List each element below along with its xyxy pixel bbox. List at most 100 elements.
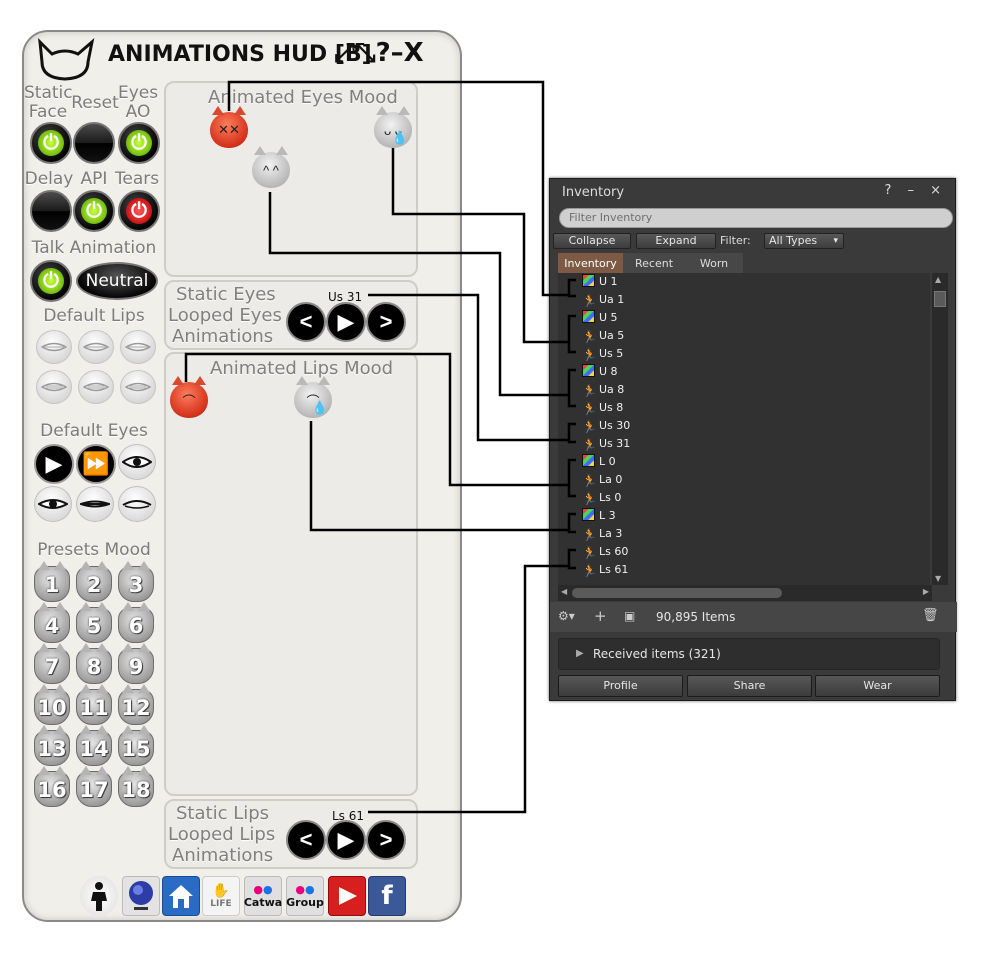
inventory-item[interactable]: 🏃La 3 xyxy=(582,525,622,543)
inventory-window-buttons[interactable]: ? – × xyxy=(884,183,947,198)
inventory-item[interactable]: L 3 xyxy=(582,507,616,525)
facebook-button[interactable]: f xyxy=(368,876,406,916)
trash-icon[interactable]: 🗑 xyxy=(922,608,939,623)
preset-mood-button[interactable]: 9 xyxy=(118,643,154,684)
lips-preset-5[interactable] xyxy=(78,370,114,404)
lips-prev-button[interactable]: < xyxy=(286,820,326,860)
filter-inventory-input[interactable]: Filter Inventory xyxy=(559,208,953,228)
talk-animation-power-button[interactable]: ⏻ xyxy=(30,260,72,302)
home-button[interactable] xyxy=(162,876,200,916)
eyes-preset-squint[interactable] xyxy=(76,486,114,522)
vertical-scroll-thumb[interactable] xyxy=(934,291,946,307)
preset-mood-button[interactable]: 13 xyxy=(34,725,70,766)
youtube-button[interactable] xyxy=(328,876,366,916)
collapse-button[interactable]: Collapse xyxy=(553,233,631,249)
add-icon[interactable]: + xyxy=(594,607,607,625)
preset-mood-button[interactable]: 4 xyxy=(34,602,70,643)
received-items-accordion[interactable]: ▶ Received items (321) xyxy=(558,638,940,670)
lips-preset-1[interactable] xyxy=(36,330,72,364)
hud-window-buttons[interactable]: ⤢⤡?–X xyxy=(334,38,424,68)
eyes-fast-forward-button[interactable]: ⏩ xyxy=(76,444,116,484)
preset-mood-button[interactable]: 3 xyxy=(118,561,154,602)
inventory-item[interactable]: 🏃Ua 1 xyxy=(582,291,624,309)
vertical-scrollbar[interactable]: ▲ ▼ xyxy=(932,273,948,585)
tab-inventory[interactable]: Inventory xyxy=(558,253,623,275)
api-power-button[interactable]: ⏻ xyxy=(73,190,115,232)
inventory-item[interactable]: U 5 xyxy=(582,309,618,327)
sad-crying-face-icon[interactable]: ⌒💧 xyxy=(294,376,332,418)
eyes-preset-closed[interactable] xyxy=(118,486,156,522)
lips-next-button[interactable]: > xyxy=(366,820,406,860)
preset-mood-button[interactable]: 14 xyxy=(76,725,112,766)
marketplace-button[interactable]: ✋ LIFE xyxy=(202,876,240,916)
gear-icon[interactable]: ⚙▾ xyxy=(558,609,575,623)
scroll-up-icon[interactable]: ▲ xyxy=(935,275,942,284)
reset-button[interactable] xyxy=(73,122,115,164)
preset-mood-button[interactable]: 6 xyxy=(118,602,154,643)
inventory-item[interactable]: 🏃Ls 60 xyxy=(582,543,628,561)
preset-mood-button[interactable]: 1 xyxy=(34,561,70,602)
preset-mood-button[interactable]: 12 xyxy=(118,684,154,725)
lips-icon xyxy=(83,342,109,352)
horizontal-scrollbar[interactable]: ◀ ▶ xyxy=(558,585,932,601)
inventory-item[interactable]: 🏃Ua 8 xyxy=(582,381,624,399)
inventory-item[interactable]: 🏃Us 30 xyxy=(582,417,630,435)
preset-mood-button[interactable]: 2 xyxy=(76,561,112,602)
avatar-icon[interactable] xyxy=(80,876,118,916)
profile-button[interactable]: Profile xyxy=(558,675,683,697)
inventory-item[interactable]: U 1 xyxy=(582,273,618,291)
preset-mood-button[interactable]: 15 xyxy=(118,725,154,766)
lips-preset-3[interactable] xyxy=(120,330,156,364)
inventory-item[interactable]: 🏃Ls 0 xyxy=(582,489,621,507)
catwa-button[interactable]: ●● Catwa xyxy=(244,876,282,916)
lips-preset-6[interactable] xyxy=(120,370,156,404)
eyes-preset-half[interactable] xyxy=(34,486,72,522)
inventory-item[interactable]: 🏃Us 5 xyxy=(582,345,623,363)
delay-button[interactable] xyxy=(30,190,72,232)
inventory-item[interactable]: 🏃Us 8 xyxy=(582,399,623,417)
scroll-right-icon[interactable]: ▶ xyxy=(922,587,929,596)
eyes-preset-open[interactable] xyxy=(118,444,156,480)
eyes-ao-power-button[interactable]: ⏻ xyxy=(118,122,160,164)
preset-mood-button[interactable]: 16 xyxy=(34,766,70,807)
happy-face-icon[interactable]: ^ ^ xyxy=(252,146,290,188)
horizontal-scroll-thumb[interactable] xyxy=(572,588,782,598)
eyes-prev-button[interactable]: < xyxy=(286,302,326,342)
tab-worn[interactable]: Worn xyxy=(685,253,743,275)
inventory-item[interactable]: L 0 xyxy=(582,453,616,471)
inventory-item[interactable]: 🏃Us 31 xyxy=(582,435,630,453)
preset-mood-button[interactable]: 8 xyxy=(76,643,112,684)
lips-play-animation-button[interactable]: ▶ xyxy=(326,820,366,860)
inventory-item[interactable]: 🏃Ls 61 xyxy=(582,561,628,579)
neutral-button[interactable]: Neutral xyxy=(76,262,158,300)
preset-mood-button[interactable]: 11 xyxy=(76,684,112,725)
static-face-power-button[interactable]: ⏻ xyxy=(30,122,72,164)
tears-power-button[interactable]: ⏻ xyxy=(118,190,160,232)
inventory-item[interactable]: U 8 xyxy=(582,363,618,381)
globe-button[interactable] xyxy=(122,876,160,916)
inventory-item[interactable]: 🏃La 0 xyxy=(582,471,622,489)
wear-button[interactable]: Wear xyxy=(815,675,940,697)
share-button[interactable]: Share xyxy=(687,675,812,697)
eyes-next-button[interactable]: > xyxy=(366,302,406,342)
sad-red-face-icon[interactable]: ⌒ xyxy=(170,376,208,418)
preset-mood-button[interactable]: 7 xyxy=(34,643,70,684)
tab-recent[interactable]: Recent xyxy=(623,253,685,275)
group-button[interactable]: ●● Group xyxy=(286,876,324,916)
scroll-left-icon[interactable]: ◀ xyxy=(561,587,568,596)
crying-face-icon[interactable]: ᴗ ᴗ💧 xyxy=(374,106,412,148)
expand-button[interactable]: Expand xyxy=(636,233,716,249)
preset-mood-button[interactable]: 18 xyxy=(118,766,154,807)
lips-preset-2[interactable] xyxy=(78,330,114,364)
preset-mood-button[interactable]: 5 xyxy=(76,602,112,643)
angry-face-icon[interactable]: ✕✕ xyxy=(210,106,248,148)
inventory-item[interactable]: 🏃Ua 5 xyxy=(582,327,624,345)
lips-preset-4[interactable] xyxy=(36,370,72,404)
scroll-down-icon[interactable]: ▼ xyxy=(935,574,942,583)
preset-mood-button[interactable]: 17 xyxy=(76,766,112,807)
preset-mood-button[interactable]: 10 xyxy=(34,684,70,725)
eyes-play-button[interactable]: ▶ xyxy=(34,444,74,484)
folder-icon[interactable]: ▣ xyxy=(624,609,636,623)
filter-type-select[interactable]: All Types ▾ xyxy=(764,233,844,249)
eyes-play-animation-button[interactable]: ▶ xyxy=(326,302,366,342)
